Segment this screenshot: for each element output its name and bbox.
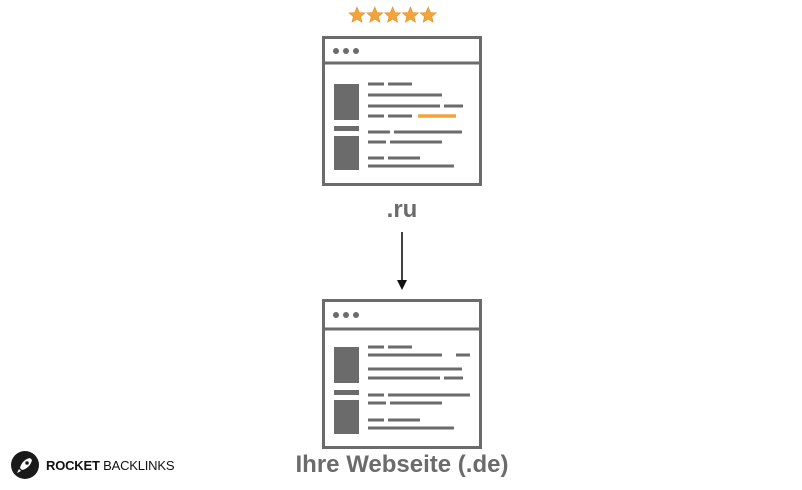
rocket-backlinks-logo: ROCKET BACKLINKS xyxy=(10,450,175,480)
window-dots-icon xyxy=(333,312,359,318)
source-website-illustration xyxy=(322,36,482,186)
star-icon xyxy=(419,6,437,23)
target-site-label: Ihre Webseite (.de) xyxy=(295,451,509,478)
source-site-label: .ru xyxy=(386,196,418,223)
logo-brand-bold: ROCKET xyxy=(46,457,100,473)
window-dots-icon xyxy=(333,48,359,54)
image-block xyxy=(334,347,359,383)
logo-brand-regular: BACKLINKS xyxy=(103,457,175,473)
star-rating xyxy=(348,6,437,23)
star-icon xyxy=(366,6,384,23)
star-icon xyxy=(348,6,366,23)
link-arrow xyxy=(397,232,407,290)
image-block xyxy=(334,84,359,120)
image-block xyxy=(334,400,359,434)
rocket-icon xyxy=(11,451,39,479)
target-website-illustration xyxy=(322,299,482,449)
image-block xyxy=(334,136,359,170)
star-icon xyxy=(401,6,420,23)
star-icon xyxy=(383,6,402,23)
